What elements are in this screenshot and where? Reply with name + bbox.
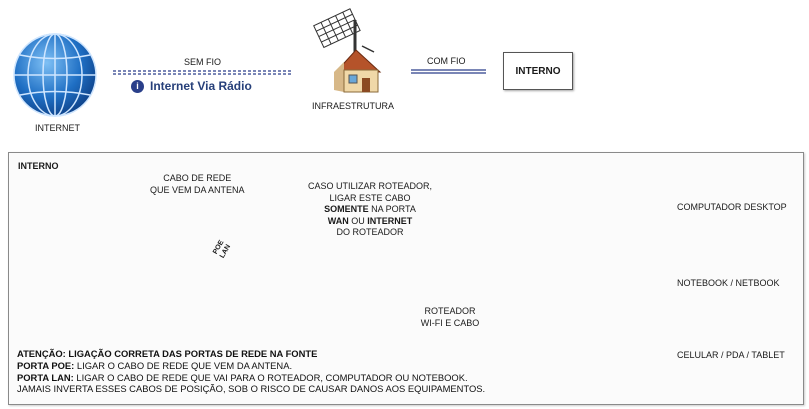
brand-name: Internet Via Rádio bbox=[150, 79, 252, 93]
router-note-line-1: CASO UTILIZAR ROTEADOR, bbox=[307, 181, 432, 191]
notebook-label: NOTEBOOK / NETBOOK bbox=[677, 278, 780, 288]
globe-icon bbox=[13, 33, 97, 117]
router-caption-line-2: WI-FI E CABO bbox=[420, 317, 480, 328]
wireless-label: SEM FIO bbox=[184, 57, 222, 67]
antenna-cable-caption-line-1: CABO DE REDE bbox=[163, 173, 232, 183]
interno-panel bbox=[8, 152, 804, 405]
internet-label: INTERNET bbox=[35, 123, 80, 133]
brand-logo-icon: i bbox=[131, 79, 144, 93]
notes-warning: JAMAIS INVERTA ESSES CABOS DE POSIÇÃO, S… bbox=[17, 383, 486, 395]
antenna-cable-caption: CABO DE REDE QUE VEM DA ANTENA bbox=[150, 172, 245, 196]
wired-label: COM FIO bbox=[427, 56, 466, 66]
router-note-emphasis-internet: INTERNET bbox=[367, 215, 413, 226]
desktop-label: COMPUTADOR DESKTOP bbox=[677, 202, 787, 212]
antenna-cable-caption-line-2: QUE VEM DA ANTENA bbox=[150, 185, 245, 195]
mobile-label: CELULAR / PDA / TABLET bbox=[677, 350, 785, 360]
notes-poe-key: PORTA POE: bbox=[17, 359, 75, 371]
router-note-na-porta: NA PORTA bbox=[368, 204, 416, 214]
interno-box: INTERNO bbox=[503, 52, 573, 90]
wireless-link bbox=[113, 70, 292, 75]
router-caption: ROTEADOR WI-FI E CABO bbox=[415, 306, 485, 329]
router-note-line-3: SOMENTE NA PORTA bbox=[305, 204, 435, 216]
notes-poe-text: LIGAR O CABO DE REDE QUE VEM DA ANTENA. bbox=[74, 359, 293, 371]
router-note-emphasis-somente: SOMENTE bbox=[324, 204, 369, 214]
notes-poe-line: PORTA POE: LIGAR O CABO DE REDE QUE VEM … bbox=[17, 360, 485, 372]
router-note-line-2: LIGAR ESTE CABO bbox=[329, 192, 411, 203]
interno-box-label: INTERNO bbox=[515, 65, 561, 77]
notes-lan-line: PORTA LAN: LIGAR O CABO DE REDE QUE VAI … bbox=[17, 372, 485, 384]
router-note-line-4: WAN OU INTERNET bbox=[305, 216, 435, 228]
infrastructure-label: INFRAESTRUTURA bbox=[312, 101, 395, 111]
notes-lan-text: LIGAR O CABO DE REDE QUE VAI PARA O ROTE… bbox=[73, 371, 468, 383]
router-caption-line-1: ROTEADOR bbox=[424, 306, 476, 316]
panel-title: INTERNO bbox=[18, 161, 59, 171]
router-note-line-5: DO ROTEADOR bbox=[336, 227, 404, 237]
brand-logo: i Internet Via Rádio bbox=[131, 79, 252, 93]
connection-notes: ATENÇÃO: LIGAÇÃO CORRETA DAS PORTAS DE R… bbox=[17, 348, 485, 395]
notes-heading: ATENÇÃO: LIGAÇÃO CORRETA DAS PORTAS DE R… bbox=[17, 348, 318, 359]
router-note-ou: OU bbox=[348, 215, 368, 226]
house-antenna-icon bbox=[313, 8, 382, 93]
router-note: CASO UTILIZAR ROTEADOR, LIGAR ESTE CABO … bbox=[305, 181, 435, 239]
wired-link bbox=[411, 69, 486, 74]
router-note-emphasis-wan: WAN bbox=[327, 215, 349, 226]
notes-lan-key: PORTA LAN: bbox=[17, 371, 74, 383]
